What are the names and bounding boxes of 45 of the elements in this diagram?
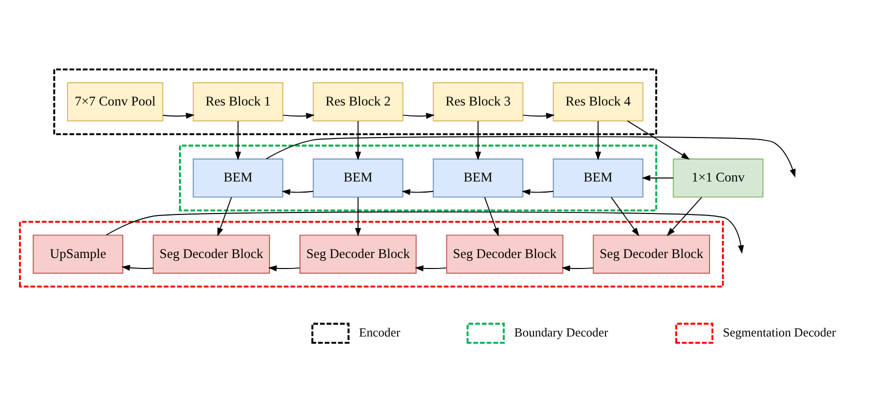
arrow bbox=[268, 265, 300, 272]
node-box: Res Block 2 bbox=[312, 82, 404, 122]
arrow bbox=[355, 120, 362, 160]
node-box: Seg Decoder Block bbox=[446, 234, 564, 274]
node-box: Res Block 1 bbox=[192, 82, 284, 122]
arrow bbox=[121, 264, 154, 271]
cluster bbox=[53, 68, 658, 136]
arrow bbox=[235, 120, 242, 160]
node-box: BEM bbox=[192, 158, 284, 198]
node-box: 7×7 Conv Pool bbox=[67, 82, 164, 122]
arrow bbox=[610, 196, 640, 236]
arrow bbox=[266, 136, 796, 178]
node-box: UpSample bbox=[32, 234, 124, 274]
arrow bbox=[414, 265, 447, 272]
arrow bbox=[217, 196, 232, 236]
arrow bbox=[402, 112, 435, 119]
node-box: BEM bbox=[552, 158, 644, 198]
cluster bbox=[178, 144, 658, 212]
cluster bbox=[18, 220, 724, 288]
node-box: BEM bbox=[312, 158, 404, 198]
arrow bbox=[355, 196, 362, 237]
node-box: Seg Decoder Block bbox=[299, 234, 417, 274]
arrow bbox=[666, 196, 702, 236]
node-box: Seg Decoder Block bbox=[592, 234, 710, 274]
arrow bbox=[561, 265, 594, 272]
arrow bbox=[282, 112, 315, 119]
legend-label: Encoder bbox=[359, 326, 400, 340]
arrow bbox=[475, 120, 482, 160]
arrow bbox=[522, 112, 555, 119]
legend-label: Boundary Decoder bbox=[514, 326, 608, 340]
node-box: Res Block 4 bbox=[552, 82, 644, 122]
arrow bbox=[162, 112, 195, 119]
arrow bbox=[106, 211, 744, 254]
arrow bbox=[402, 189, 434, 196]
arrow bbox=[642, 175, 674, 182]
legend-label: Segmentation Decoder bbox=[722, 326, 836, 340]
node-box: Res Block 3 bbox=[432, 82, 524, 122]
node-box: Seg Decoder Block bbox=[152, 234, 270, 274]
node-box: BEM bbox=[432, 158, 524, 198]
arrow bbox=[484, 196, 499, 236]
arrow bbox=[282, 189, 314, 196]
arrow bbox=[626, 120, 690, 160]
arrow bbox=[595, 120, 602, 160]
arrow bbox=[522, 189, 554, 196]
node-box: 1×1 Conv bbox=[672, 158, 764, 198]
